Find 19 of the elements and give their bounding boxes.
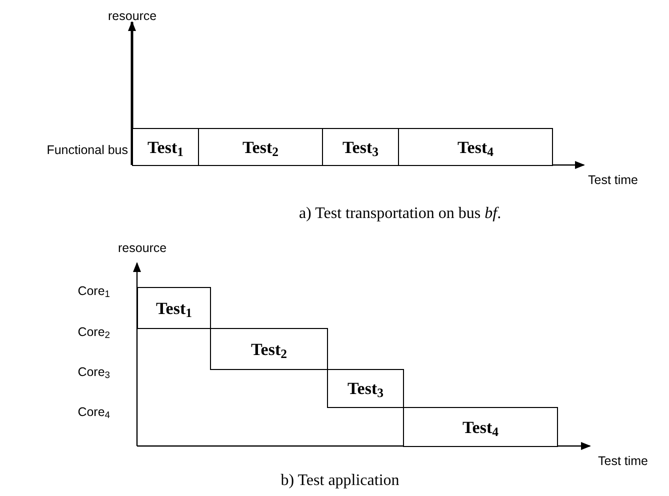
axis-label: Core$_{3}$ bbox=[78, 365, 110, 379]
caption: a) Test transportation on bus bf. bbox=[298, 205, 502, 222]
test-box: Test$_{2}$ bbox=[210, 328, 328, 370]
test-box: Test$_{4}$ bbox=[403, 407, 558, 447]
test-box: Test$_{1}$ bbox=[132, 128, 199, 166]
test-box: Test$_{3}$ bbox=[327, 369, 404, 408]
axis-label: Core$_{2}$ bbox=[78, 325, 110, 339]
axis-label: Test time bbox=[598, 454, 648, 468]
test-box: Test$_{1}$ bbox=[137, 287, 211, 329]
test-box: Test$_{3}$ bbox=[322, 128, 399, 166]
axis-label: Test time bbox=[588, 173, 638, 187]
test-box: Test$_{2}$ bbox=[198, 128, 323, 166]
axis-label: resource bbox=[108, 9, 157, 23]
axis-label: Core$_{4}$ bbox=[78, 405, 110, 419]
axis-label: Functional bus bbox=[46, 143, 128, 157]
caption: b) Test application bbox=[280, 472, 400, 489]
test-box: Test$_{4}$ bbox=[398, 128, 553, 166]
axis-label: resource bbox=[118, 241, 167, 255]
axis-label: Core$_{1}$ bbox=[78, 284, 110, 298]
